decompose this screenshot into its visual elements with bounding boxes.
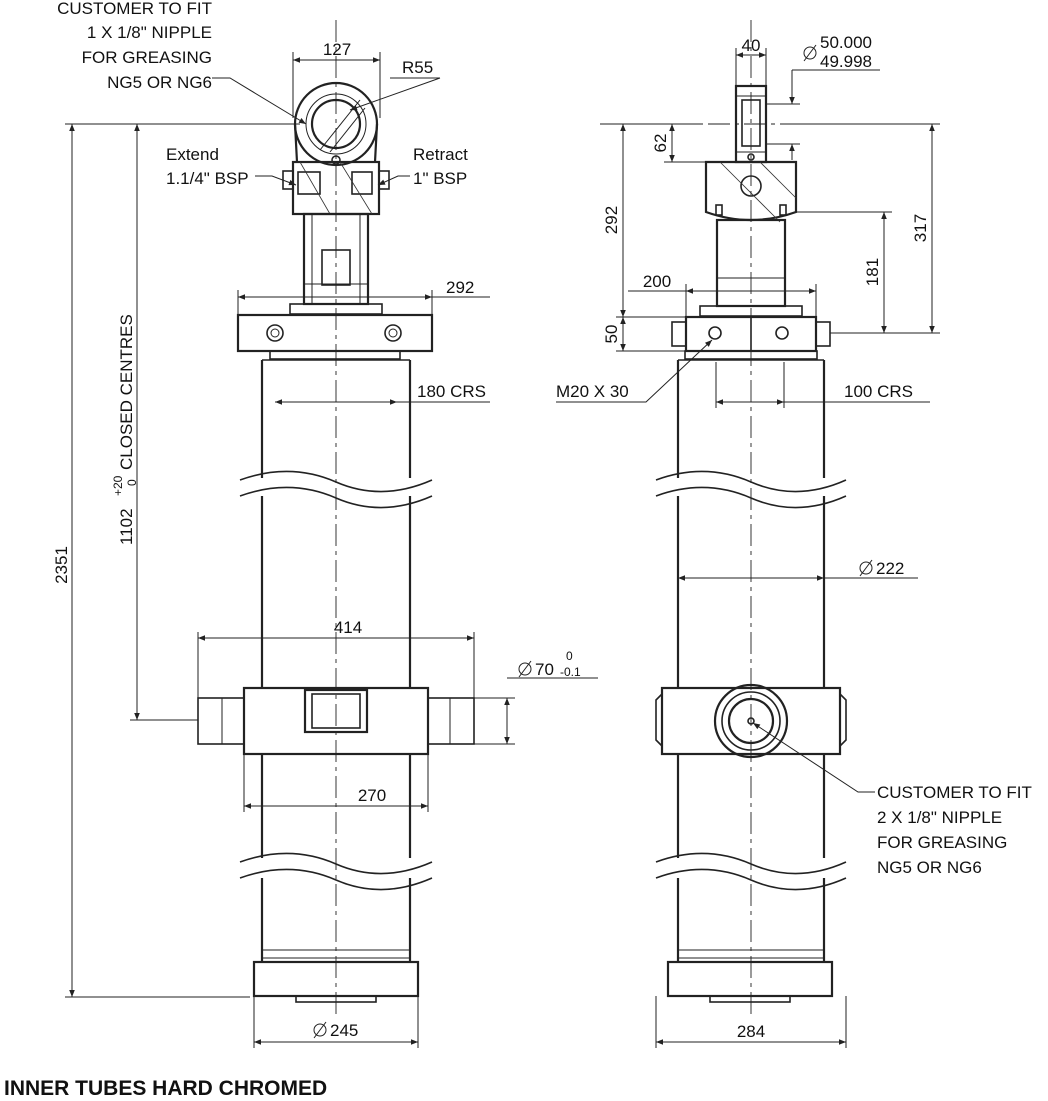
- dim-245: 245: [330, 1021, 358, 1040]
- dim-181: 181: [863, 258, 882, 286]
- dim-50: 50: [602, 325, 621, 344]
- top-nipple-line-4: NG5 OR NG6: [107, 73, 212, 92]
- phi-50-symbol: [803, 44, 817, 62]
- left-view: [65, 20, 598, 1048]
- top-nipple-line-3: FOR GREASING: [82, 48, 212, 67]
- phi-70-symbol: [518, 660, 532, 678]
- right-dimensions: [556, 48, 940, 1048]
- dim-50-lower: 49.998: [820, 52, 872, 71]
- trunnion-left: [197, 686, 475, 756]
- upper-tube-left: [239, 359, 433, 688]
- dim-414: 414: [334, 618, 362, 637]
- trunnion-right: [655, 683, 847, 759]
- dim-70-tol-upper: 0: [566, 649, 573, 663]
- stem-left: [289, 212, 383, 315]
- mid-nipple-line-4: NG5 OR NG6: [877, 858, 982, 877]
- thread-m20: M20 X 30: [556, 382, 629, 401]
- closed-centres-label: CLOSED CENTRES: [117, 314, 136, 470]
- mid-nipple-line-3: FOR GREASING: [877, 833, 1007, 852]
- dim-270: 270: [358, 786, 386, 805]
- dim-284: 284: [737, 1022, 765, 1041]
- phi-245-symbol: [313, 1021, 327, 1039]
- closed-centres-tol-minus: 0: [125, 479, 139, 486]
- dim-127: 127: [323, 40, 351, 59]
- dim-292-right: 292: [602, 206, 621, 234]
- mid-nipple-line-1: CUSTOMER TO FIT: [877, 783, 1032, 802]
- hydraulic-cylinder-drawing: CUSTOMER TO FIT 1 X 1/8" NIPPLE FOR GREA…: [52, 0, 1032, 1048]
- stem-right: [699, 218, 803, 317]
- dim-200: 200: [643, 272, 671, 291]
- closed-centres-value: 1102: [117, 508, 136, 545]
- dim-222: 222: [876, 559, 904, 578]
- mounting-flange-left: [236, 313, 434, 360]
- dim-292-left: 292: [446, 278, 474, 297]
- closed-centres-tol-plus: +20: [111, 475, 125, 496]
- base-right: [666, 960, 834, 1003]
- retract-port: 1" BSP: [413, 169, 467, 188]
- dim-70-tol-lower: -0.1: [560, 665, 581, 679]
- footer-note: INNER TUBES HARD CHROMED: [4, 1077, 328, 1100]
- dim-100-crs: 100 CRS: [844, 382, 913, 401]
- top-nipple-line-1: CUSTOMER TO FIT: [57, 0, 212, 18]
- dim-70-value: 70: [535, 660, 554, 679]
- extend-port: 1.1/4" BSP: [166, 169, 249, 188]
- dim-50-upper: 50.000: [820, 33, 872, 52]
- dim-2351: 2351: [52, 546, 71, 584]
- right-view: [556, 20, 940, 1048]
- left-dimensions: [65, 52, 598, 1048]
- top-nipple-line-2: 1 X 1/8" NIPPLE: [87, 23, 212, 42]
- dim-62: 62: [651, 134, 670, 153]
- mounting-flange-right: [671, 315, 831, 360]
- upper-tube-right: [655, 359, 847, 688]
- retract-label: Retract: [413, 145, 468, 164]
- phi-222-symbol: [859, 559, 873, 577]
- lower-tube-right: [655, 754, 847, 962]
- annotation-text: CUSTOMER TO FIT 1 X 1/8" NIPPLE FOR GREA…: [52, 0, 1032, 1041]
- mid-nipple-line-2: 2 X 1/8" NIPPLE: [877, 808, 1002, 827]
- extend-label: Extend: [166, 145, 219, 164]
- dim-r55: R55: [402, 58, 433, 77]
- base-left: [252, 960, 420, 1003]
- dim-180-crs: 180 CRS: [417, 382, 486, 401]
- dim-317: 317: [911, 214, 930, 242]
- dim-40: 40: [742, 36, 761, 55]
